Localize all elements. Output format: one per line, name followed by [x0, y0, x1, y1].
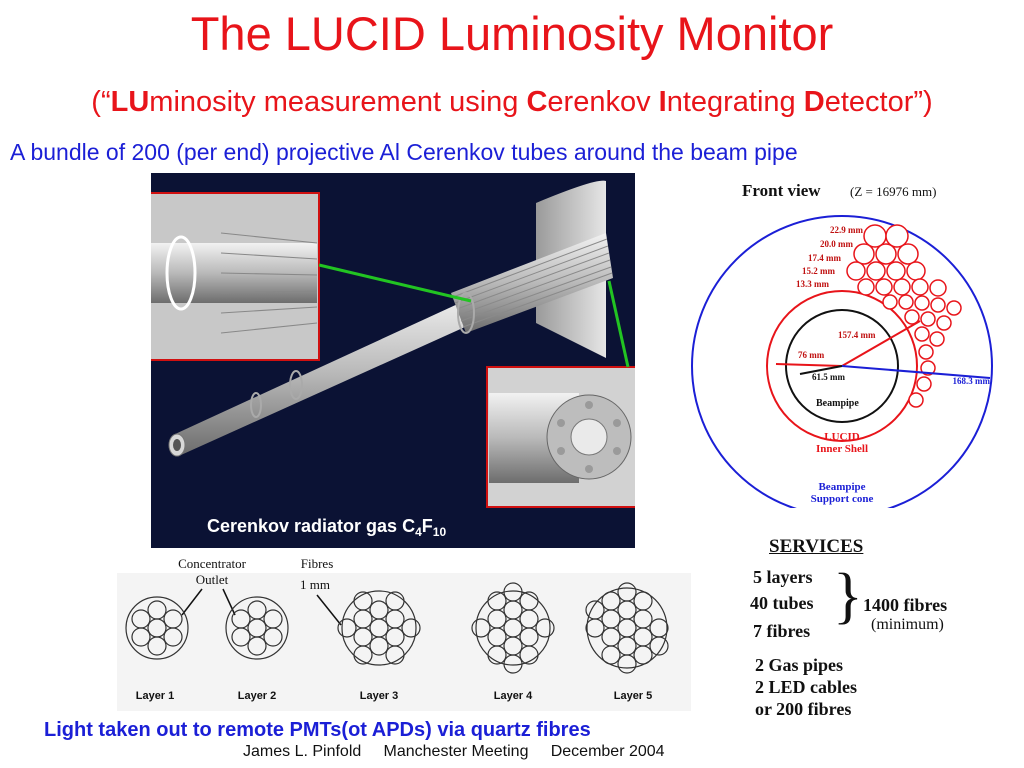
- fibres-label: Fibres: [301, 556, 334, 571]
- dim-17-4: 17.4 mm: [808, 253, 841, 263]
- meeting: Manchester Meeting: [383, 743, 529, 760]
- outlet-label: Outlet: [196, 572, 229, 587]
- dim-22-9: 22.9 mm: [830, 225, 863, 235]
- layer-2-label: Layer 2: [238, 690, 277, 702]
- services-minimum: (minimum): [871, 616, 944, 633]
- beampipe-label: Beampipe: [816, 398, 859, 409]
- footnote: Light taken out to remote PMTs(ot APDs) …: [44, 719, 591, 741]
- layer-5-label: Layer 5: [614, 690, 653, 702]
- front-view-title: Front view: [742, 181, 821, 200]
- services-led-cables: 2 LED cables: [755, 677, 858, 697]
- services-panel: SERVICES 5 layers 40 tubes 7 fibres } 14…: [745, 535, 985, 720]
- inset-top-left: [151, 192, 320, 361]
- author: James L. Pinfold: [243, 743, 362, 760]
- services-gas-pipes: 2 Gas pipes: [755, 655, 844, 675]
- dim-15-2: 15.2 mm: [802, 266, 835, 276]
- support-cone-label-2: Support cone: [811, 493, 874, 505]
- detector-caption: Cerenkov radiator gas C4F10: [207, 516, 446, 539]
- lucid-label: LUCID: [824, 431, 860, 443]
- layer-4-label: Layer 4: [494, 690, 533, 702]
- date: December 2004: [550, 743, 665, 760]
- layer-1-label: Layer 1: [136, 690, 175, 702]
- dim-13-3: 13.3 mm: [796, 279, 829, 289]
- inner-shell-label: Inner Shell: [816, 443, 868, 455]
- brace-icon: }: [833, 562, 863, 630]
- dim-61-5: 61.5 mm: [812, 372, 845, 382]
- dim-157-4: 157.4 mm: [838, 330, 876, 340]
- front-view-diagram: Front view (Z = 16976 mm) 22.9 mm 20.0 m…: [691, 181, 993, 508]
- detector-render: Cerenkov radiator gas C4F10: [151, 173, 635, 548]
- slide-footer: James L. Pinfold Manchester Meeting Dece…: [243, 742, 665, 762]
- dim-76: 76 mm: [798, 350, 825, 360]
- services-layers: 5 layers: [753, 567, 813, 587]
- bundle-description: A bundle of 200 (per end) projective Al …: [10, 139, 798, 165]
- services-fibres: 7 fibres: [753, 621, 811, 641]
- layers-diagram: Concentrator Outlet Fibres 1 mm: [117, 556, 691, 711]
- inset-bottom-right: [486, 366, 635, 508]
- slide-title: The LUCID Luminosity Monitor: [190, 7, 834, 60]
- services-heading: SERVICES: [769, 536, 864, 557]
- support-cone-label-1: Beampipe: [818, 481, 865, 493]
- services-total: 1400 fibres: [863, 595, 948, 615]
- layer-3-label: Layer 3: [360, 690, 399, 702]
- concentrator-label: Concentrator: [178, 556, 247, 571]
- dim-20-0: 20.0 mm: [820, 239, 853, 249]
- dim-168-3: 168.3 mm: [953, 376, 991, 386]
- services-tubes: 40 tubes: [750, 593, 814, 613]
- front-view-z: (Z = 16976 mm): [850, 184, 936, 199]
- slide-subtitle: (“LUminosity measurement using Cerenkov …: [91, 86, 933, 118]
- services-or-fibres: or 200 fibres: [755, 699, 852, 719]
- fibres-size-label: 1 mm: [300, 577, 330, 592]
